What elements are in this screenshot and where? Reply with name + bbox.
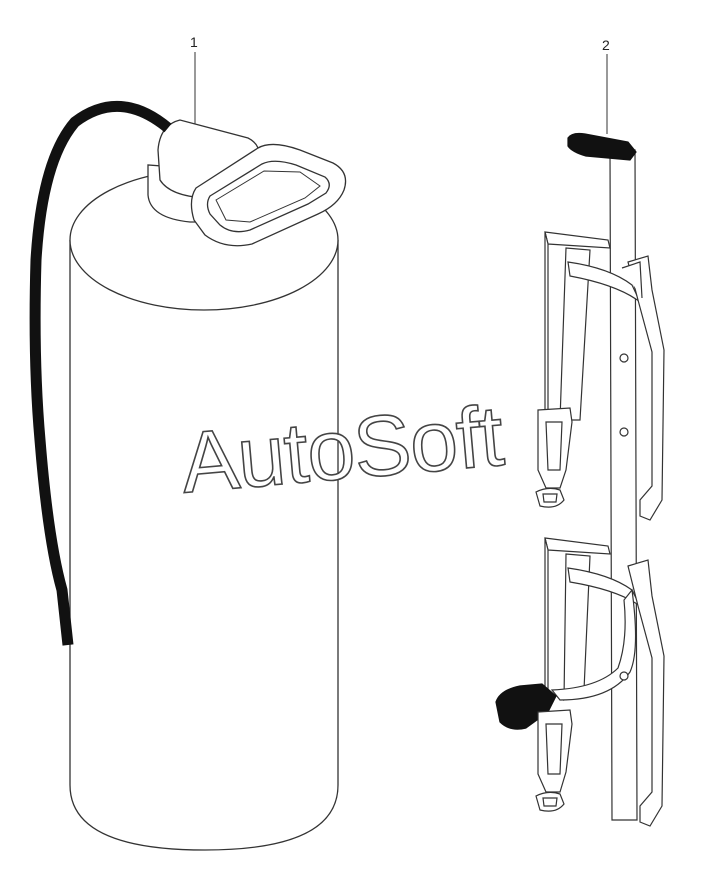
discharge-hose bbox=[29, 100, 172, 646]
callout-number-2: 2 bbox=[602, 37, 610, 53]
carry-handle-opening bbox=[206, 160, 330, 233]
bracket-back-plate bbox=[609, 149, 638, 821]
bracket-top-tip bbox=[567, 132, 637, 161]
mounting-bracket bbox=[495, 132, 665, 827]
lower-clamp bbox=[495, 537, 665, 827]
lower-strap-tip bbox=[495, 683, 557, 730]
watermark-text: AutoSoft bbox=[177, 388, 507, 512]
callout-number-1: 1 bbox=[190, 34, 198, 50]
extinguisher-cylinder bbox=[69, 240, 339, 851]
fire-extinguisher bbox=[69, 119, 347, 851]
upper-clamp bbox=[535, 231, 665, 521]
